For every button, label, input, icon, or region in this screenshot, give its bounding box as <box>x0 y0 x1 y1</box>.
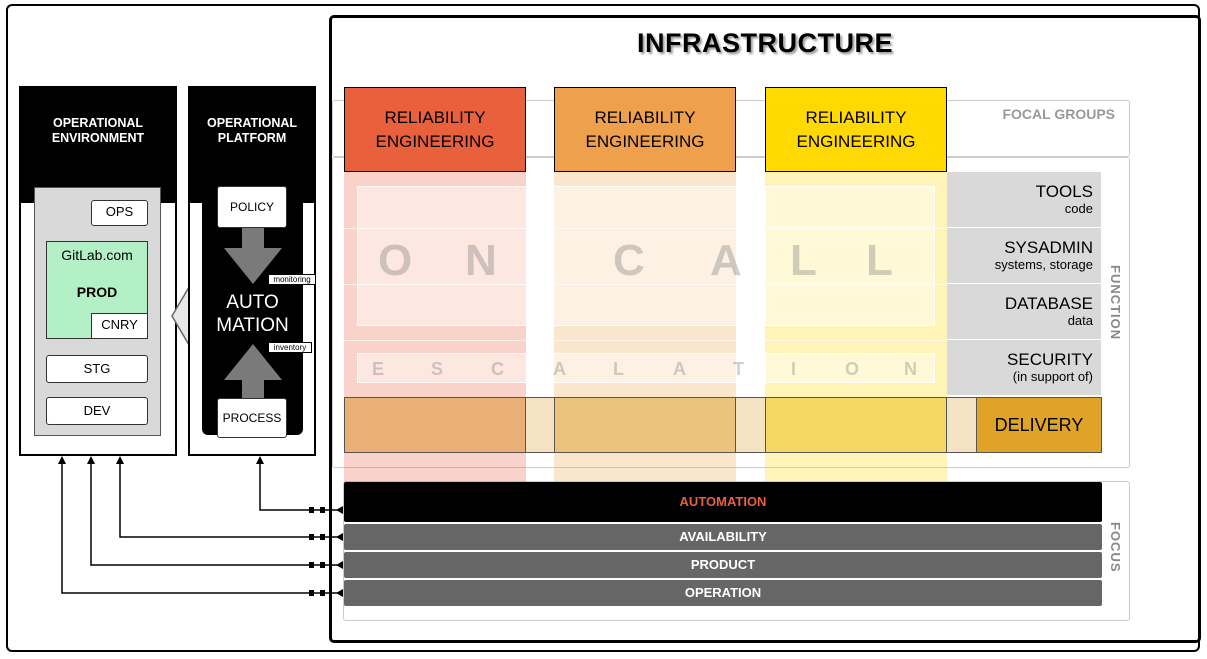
operational-environment-header: OPERATIONAL ENVIRONMENT <box>21 88 175 203</box>
function-tools-sub: code <box>1064 201 1093 216</box>
function-security-label: SECURITY <box>1007 350 1093 369</box>
escalation-letter: O <box>845 359 860 379</box>
function-sysadmin-sub: systems, storage <box>994 257 1093 272</box>
function-database[interactable]: DATABASE data <box>947 284 1101 340</box>
escalation-letter: T <box>733 359 744 379</box>
focus-frame <box>343 481 1130 621</box>
infrastructure-title: INFRASTRUCTURE <box>637 28 893 58</box>
function-database-label: DATABASE <box>1004 294 1093 313</box>
focus-availability-bar[interactable]: AVAILABILITY <box>344 524 1102 550</box>
oncall-letter: L <box>790 236 817 285</box>
inventory-tag: inventory <box>268 342 312 353</box>
row-divider <box>344 340 947 341</box>
reliability-engineering-header-2[interactable]: RELIABILITY ENGINEERING <box>554 87 736 172</box>
oncall-letter: O <box>378 236 413 285</box>
automation-arrows-icon <box>224 226 282 403</box>
oncall-letter: C <box>613 236 645 285</box>
dev-box[interactable]: DEV <box>46 397 148 425</box>
oncall-letter: A <box>710 236 742 285</box>
focus-operation-bar[interactable]: OPERATION <box>344 580 1102 606</box>
row-divider <box>344 228 947 229</box>
process-box[interactable]: PROCESS <box>217 398 287 438</box>
function-sysadmin-label: SYSADMIN <box>1004 238 1093 257</box>
monitoring-tag: monitoring <box>268 274 316 285</box>
escalation-letter: I <box>791 359 797 379</box>
delivery-box[interactable]: DELIVERY <box>976 397 1102 453</box>
function-sysadmin[interactable]: SYSADMIN systems, storage <box>947 228 1101 284</box>
focal-groups-label: FOCAL GROUPS <box>1002 106 1115 122</box>
escalation-overlay <box>357 353 935 383</box>
delivery-cell-3 <box>765 397 947 453</box>
function-security[interactable]: SECURITY (in support of) <box>947 340 1101 396</box>
oncall-letter: N <box>465 236 497 285</box>
reliability-engineering-header-3[interactable]: RELIABILITY ENGINEERING <box>765 87 947 172</box>
escalation-letter: N <box>904 359 917 379</box>
oncall-overlay <box>357 186 935 326</box>
function-label: FUNCTION <box>1108 265 1123 341</box>
oncall-letter: L <box>866 236 893 285</box>
escalation-letter: E <box>372 359 385 379</box>
delivery-cell-1 <box>344 397 526 453</box>
delivery-cell-2 <box>554 397 736 453</box>
ops-box[interactable]: OPS <box>91 200 148 226</box>
cnry-box[interactable]: CNRY <box>91 313 148 339</box>
escalation-letter: S <box>431 359 444 379</box>
function-security-sub: (in support of) <box>1012 369 1093 384</box>
function-tools[interactable]: TOOLS code <box>947 172 1101 228</box>
row-divider <box>344 284 947 285</box>
escalation-letter: A <box>553 359 566 379</box>
focus-product-bar[interactable]: PRODUCT <box>344 552 1102 578</box>
escalation-letter: L <box>613 359 624 379</box>
automation-label: AUTO MATION <box>216 292 289 336</box>
gitlab-label: GitLab.com <box>61 247 133 263</box>
policy-box[interactable]: POLICY <box>217 186 287 228</box>
focus-automation-bar[interactable]: AUTOMATION <box>344 482 1102 522</box>
operational-platform-header: OPERATIONAL PLATFORM <box>190 88 314 203</box>
prod-label: PROD <box>76 284 118 300</box>
infrastructure-frame <box>329 15 1201 643</box>
stg-box[interactable]: STG <box>46 355 148 383</box>
reliability-engineering-header-1[interactable]: RELIABILITY ENGINEERING <box>344 87 526 172</box>
escalation-letter: A <box>673 359 686 379</box>
focus-label: FOCUS <box>1108 522 1123 573</box>
escalation-letter: C <box>491 359 504 379</box>
function-database-sub: data <box>1067 313 1093 328</box>
function-tools-label: TOOLS <box>1035 182 1093 201</box>
